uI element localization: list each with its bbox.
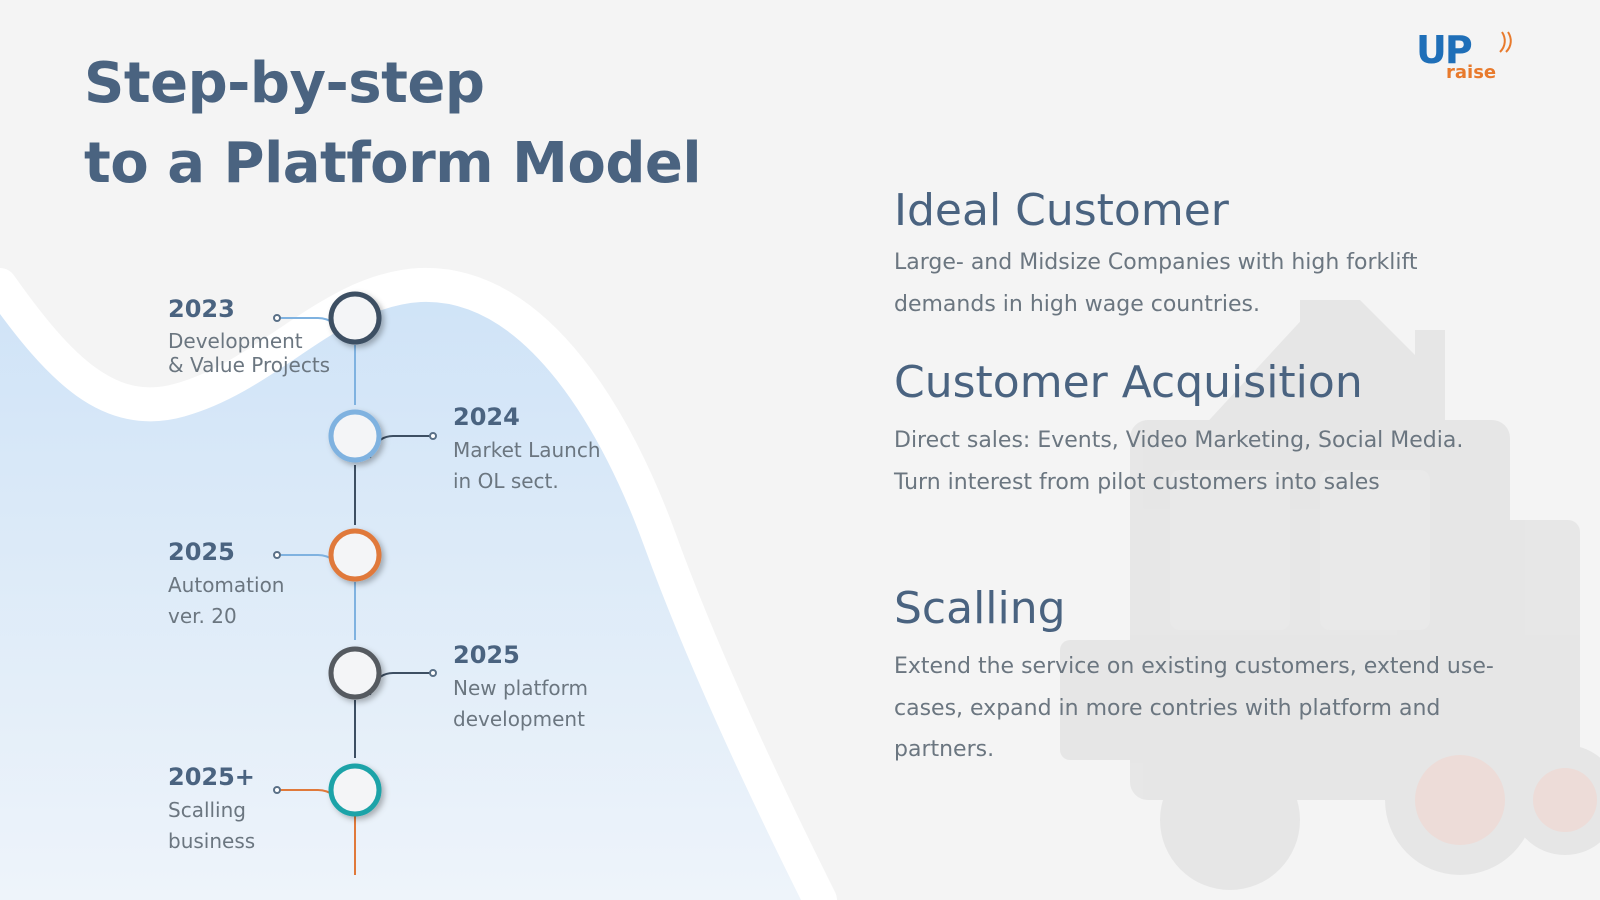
logo-signal-icon [1499,31,1512,53]
section-heading-ideal-customer: Ideal Customer [894,185,1229,236]
timeline-year: 2025 [168,538,235,566]
timeline-ring-2023 [328,291,382,345]
section-heading-customer-acquisition: Customer Acquisition [894,357,1363,408]
logo-up-text: UP [1416,28,1473,72]
title-line-2: to a Platform Model [84,131,702,196]
forklift-windows [1170,470,1430,630]
timeline-rings [328,291,382,817]
timeline-ring-2025-automation [328,528,382,582]
title-line-1: Step-by-step [84,51,485,116]
logo-raise-text: raise [1446,62,1497,83]
timeline-ring-2024 [328,409,382,463]
section-body-ideal-customer: Large- and Midsize Companies with high f… [894,250,1418,317]
timeline-ring-2025-plus [328,763,382,817]
section-body-customer-acquisition: Direct sales: Events, Video Marketing, S… [894,428,1464,495]
timeline-year: 2024 [453,403,520,431]
white-ribbon-shape [0,267,837,900]
timeline-ring-2025-platform [328,646,382,700]
page-title: Step-by-step to a Platform Model [84,44,702,204]
timeline-year: 2025 [453,641,520,669]
section-heading-scalling: Scalling [894,583,1066,634]
section-body-scalling: Extend the service on existing customers… [894,654,1494,762]
blue-wave-shape [0,284,820,900]
timeline-year: 2025+ [168,763,255,791]
timeline-year: 2023 [168,295,235,323]
forklift-wheel-accent [1533,768,1597,832]
timeline-description: Development& Value Projects [168,329,331,377]
upraise-logo: UP raise [1416,30,1516,86]
forklift-wheel-accent [1415,755,1505,845]
